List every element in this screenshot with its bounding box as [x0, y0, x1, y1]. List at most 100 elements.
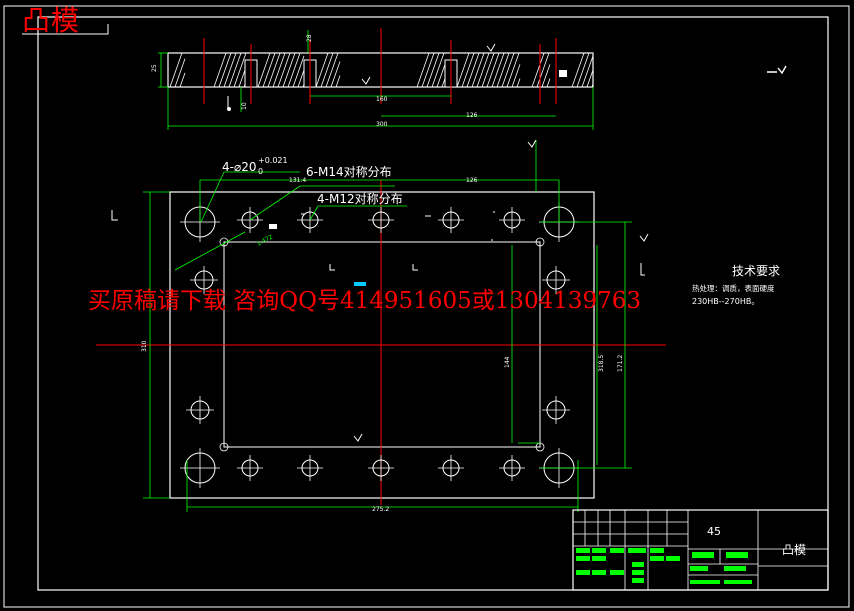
- title-block-cell: [628, 548, 646, 553]
- hatch-line: [541, 64, 551, 88]
- dim-bottom: 275.2: [372, 506, 389, 513]
- dim-126: 126: [466, 112, 478, 119]
- dim-top-left: 131.4: [289, 177, 306, 184]
- drawing-title-overlay: 凸模: [22, 4, 81, 37]
- hatch-line: [416, 52, 430, 88]
- hatch-line: [169, 52, 183, 88]
- dim-diag: 1.472: [256, 233, 275, 247]
- label-m12: 4-M12对称分布: [317, 192, 403, 206]
- hatch-line: [586, 69, 594, 88]
- title-block-cell: [650, 556, 664, 561]
- hatch-line: [461, 52, 475, 88]
- hatch-line: [287, 52, 301, 88]
- tech-req-line1: 热处理：调质，表面硬度: [692, 283, 775, 293]
- hatch-line: [335, 75, 341, 88]
- title-block: 45 凸模: [572, 509, 829, 591]
- hatch-line: [476, 52, 490, 88]
- hatch-line: [491, 52, 505, 88]
- hatch-line: [218, 52, 232, 88]
- hatch-line: [486, 52, 500, 88]
- tech-req-title: 技术要求: [732, 264, 780, 278]
- corner-radius: [535, 237, 545, 247]
- title-block-cell: [632, 570, 644, 575]
- hatch-line: [315, 52, 329, 88]
- title-block-cell: [724, 566, 746, 571]
- hatch-line: [466, 52, 480, 88]
- plan-dimensions: [143, 140, 632, 512]
- title-block-cell: [666, 556, 680, 561]
- datum-marker: [227, 107, 231, 111]
- hatch-line: [213, 52, 227, 88]
- hatch-line: [257, 52, 271, 88]
- hatch-line: [456, 52, 470, 88]
- title-block-cell: [632, 578, 644, 583]
- hatch-line: [223, 52, 237, 88]
- title-block-cell: [610, 570, 624, 575]
- hatch-line: [262, 52, 276, 88]
- dim-top-right: 126: [466, 177, 478, 184]
- annotation-marks: [111, 139, 649, 442]
- hatch-line: [426, 52, 440, 88]
- tolerance-upper: +0.021: [258, 156, 288, 165]
- hatch-line: [576, 52, 590, 88]
- hatch-line: [282, 52, 296, 88]
- hatch-line: [431, 52, 445, 88]
- hatch-line: [436, 64, 446, 88]
- dim-160: 160: [376, 96, 388, 103]
- hatch-line: [174, 58, 186, 88]
- title-block-cell: [690, 580, 720, 584]
- corner-radius: [219, 442, 229, 452]
- hatch-line: [297, 69, 305, 88]
- hatch-line: [591, 84, 594, 88]
- hatch-line: [292, 55, 305, 88]
- title-block-cell: [724, 580, 752, 584]
- leader-marker: [269, 224, 277, 229]
- hatch-line: [421, 52, 435, 88]
- title-block-cell: [610, 548, 624, 553]
- title-block-cell: [690, 566, 708, 571]
- tolerance-lower: 0: [258, 167, 263, 176]
- hatch-line: [277, 52, 291, 88]
- hatch-line: [228, 52, 242, 88]
- outer-sheet-border: [3, 5, 850, 608]
- hatch-line: [496, 52, 510, 88]
- dim-right-171: 171.2: [617, 355, 624, 372]
- title-block-cell: [576, 548, 590, 553]
- title-block-cell: [692, 552, 714, 558]
- general-roughness-symbol: [767, 65, 787, 75]
- dim-top-small: 28: [306, 34, 313, 42]
- dim-300: 300: [376, 121, 388, 128]
- title-block-cell: [726, 552, 748, 558]
- inner-frame-border: [37, 16, 829, 591]
- hatch-line: [501, 52, 515, 88]
- hatch-line: [325, 52, 339, 88]
- hatch-line: [571, 52, 585, 88]
- dim-pin-depth: 10: [241, 102, 248, 110]
- hatch-line: [536, 52, 550, 88]
- title-block-fields: [576, 548, 752, 584]
- section-dimensions: [158, 30, 594, 130]
- material-label: 45: [707, 525, 721, 538]
- hatch-line: [320, 52, 334, 88]
- section-view: 25 28 10 160 126 300: [151, 28, 787, 130]
- plan-view: 4-⌀20 +0.021 0 6-M14对称分布 4-M12对称分布 131.4…: [96, 139, 666, 513]
- title-block-cell: [592, 548, 606, 553]
- hatch-line: [511, 64, 521, 88]
- label-m14: 6-M14对称分布: [306, 165, 392, 179]
- roughness-symbol: [227, 43, 496, 108]
- title-block-cell: [592, 570, 606, 575]
- watermark-text: 买原稿请下载 咨询QQ号414951605或1304139763: [88, 288, 642, 314]
- hatch-line: [233, 52, 247, 88]
- view-marker: [559, 70, 567, 77]
- hatch-line: [267, 52, 281, 88]
- corner-radius: [219, 237, 229, 247]
- title-block-cell: [650, 548, 664, 553]
- corner-tab: [22, 24, 109, 35]
- hatch-line: [531, 52, 545, 88]
- dim-left-height: 310: [141, 340, 148, 352]
- dim-right-318: 318.5: [598, 355, 605, 372]
- label-holes-20: 4-⌀20: [222, 160, 256, 174]
- hatch-line: [506, 52, 520, 88]
